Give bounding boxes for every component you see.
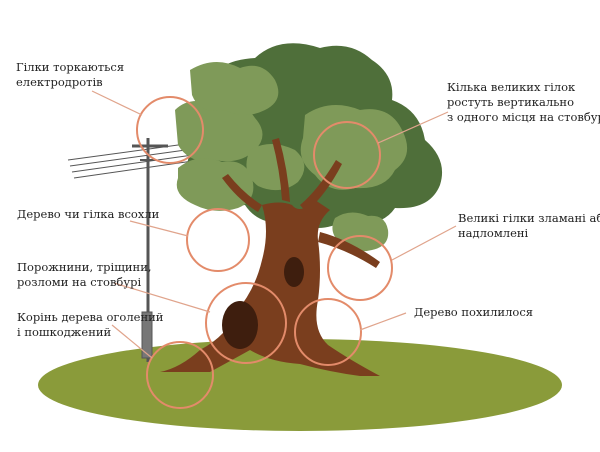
label-line: з одного місця на стовбурі bbox=[447, 110, 600, 124]
circle-dry bbox=[186, 208, 250, 272]
label-exposed-roots: Корінь дерева оголений і пошкоджений bbox=[17, 310, 163, 340]
circle-wires bbox=[136, 96, 204, 164]
label-line: і пошкоджений bbox=[17, 325, 112, 339]
label-dry-tree: Дерево чи гілка всохли bbox=[17, 207, 159, 222]
trunk-cavity bbox=[222, 301, 258, 349]
circle-vertical bbox=[313, 121, 381, 189]
ground bbox=[38, 339, 562, 431]
circle-leaning bbox=[294, 298, 362, 366]
label-branches-touch-wires: Гілки торкаються електродротів bbox=[16, 60, 124, 90]
label-line: Великі гілки зламані або bbox=[458, 211, 600, 225]
label-line: ростуть вертикально bbox=[447, 95, 574, 109]
label-line: Порожнини, тріщини, bbox=[17, 260, 152, 274]
tree-trunk bbox=[160, 138, 380, 376]
trunk-hollow bbox=[284, 257, 304, 287]
label-line: надломлені bbox=[458, 226, 529, 240]
label-line: електродротів bbox=[16, 75, 103, 89]
circle-cavities bbox=[205, 282, 287, 364]
label-line: Дерево похилилося bbox=[414, 305, 534, 319]
hazard-circles bbox=[136, 96, 393, 409]
label-tree-leaning: Дерево похилилося bbox=[414, 305, 533, 320]
label-line: розломи на стовбурі bbox=[17, 275, 142, 289]
circle-roots bbox=[146, 341, 214, 409]
label-broken-branches: Великі гілки зламані або надломлені bbox=[458, 211, 600, 241]
circle-broken bbox=[327, 235, 393, 301]
leader-lines bbox=[91, 90, 457, 359]
label-line: Корінь дерева оголений bbox=[17, 310, 164, 324]
label-vertical-branches: Кілька великих гілок ростуть вертикально… bbox=[447, 80, 600, 125]
label-line: Кілька великих гілок bbox=[447, 80, 576, 94]
label-trunk-cavities: Порожнини, тріщини, розломи на стовбурі bbox=[17, 260, 152, 290]
tree-crown bbox=[175, 43, 443, 252]
label-line: Гілки торкаються bbox=[16, 60, 125, 74]
label-line: Дерево чи гілка всохли bbox=[17, 207, 160, 221]
